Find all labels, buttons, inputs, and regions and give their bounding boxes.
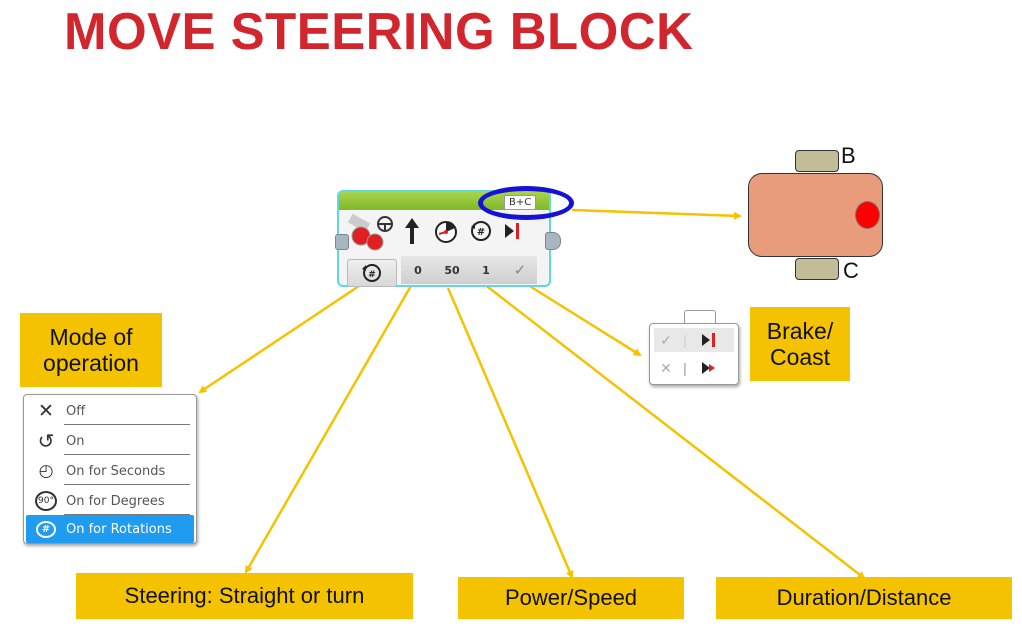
menu-item-off[interactable]: ✕ Off	[26, 397, 194, 425]
robot-sensor	[855, 201, 880, 229]
menu-item-label: On	[66, 433, 85, 449]
menu-separator	[64, 424, 190, 425]
x-icon: ✕	[660, 359, 672, 376]
coast-option[interactable]: ✕ |	[654, 356, 734, 380]
degrees-icon: 90°	[26, 491, 66, 511]
sequence-in-connector	[335, 234, 349, 250]
label-brake-coast: Brake/ Coast	[750, 307, 850, 381]
arrow-mode-to-menu	[198, 280, 366, 394]
separator: |	[683, 332, 687, 348]
check-icon: ✓	[660, 331, 672, 348]
seconds-icon: ◴	[38, 461, 54, 481]
sequence-out-connector	[545, 232, 561, 250]
motor-pair-icon	[347, 214, 393, 251]
mode-menu: ✕ Off ↺ On ◴ On for Seconds 90° On for D…	[23, 394, 197, 544]
power-input[interactable]: 50	[435, 256, 470, 284]
rotations-icon: #	[362, 264, 381, 282]
wheel-c	[795, 258, 839, 280]
arrow-steering	[244, 283, 414, 574]
label-steering: Steering: Straight or turn	[76, 573, 413, 619]
brake-coast-menu: ✓ | ✕ |	[649, 323, 739, 385]
brake-icon	[702, 333, 715, 347]
mode-selector-button[interactable]: #	[347, 259, 397, 287]
wheel-b-label: B	[841, 143, 856, 168]
speedometer-icon	[435, 221, 457, 243]
menu-separator	[64, 454, 190, 455]
menu-separator	[64, 484, 190, 485]
menu-item-on[interactable]: ↺ On	[26, 427, 194, 455]
page-title: MOVE STEERING BLOCK	[64, 3, 694, 61]
menu-item-on-for-degrees[interactable]: 90° On for Degrees	[26, 487, 194, 515]
wheel-b	[795, 150, 839, 172]
label-power-speed: Power/Speed	[458, 577, 684, 619]
brake-icon	[505, 223, 519, 239]
brake-at-end-input[interactable]: ✓	[503, 256, 537, 284]
arrow-ports-to-robot	[571, 208, 742, 220]
menu-item-label: Off	[66, 403, 86, 419]
rotations-input[interactable]: 1	[469, 256, 504, 284]
separator: |	[683, 360, 687, 376]
wheel-c-label: C	[843, 258, 859, 283]
robot-body	[748, 173, 883, 257]
rotations-icon: #	[471, 221, 491, 241]
brake-option[interactable]: ✓ |	[654, 328, 734, 352]
label-mode-of-operation: Mode of operation	[20, 313, 162, 387]
highlight-ellipse	[478, 186, 574, 220]
rotations-icon: #	[26, 520, 66, 538]
brake-menu-tab	[684, 310, 716, 325]
svg-text:#: #	[477, 227, 485, 238]
arrow-brake	[519, 278, 642, 357]
label-duration-distance: Duration/Distance	[716, 577, 1012, 619]
menu-item-label: On for Rotations	[66, 521, 172, 537]
up-arrow-icon	[405, 218, 419, 244]
menu-item-on-for-seconds[interactable]: ◴ On for Seconds	[26, 457, 194, 485]
coast-icon	[702, 362, 715, 374]
arrow-power	[446, 287, 574, 579]
menu-item-label: On for Degrees	[66, 493, 165, 509]
menu-item-label: On for Seconds	[66, 463, 166, 479]
off-x-icon: ✕	[38, 400, 54, 422]
menu-separator	[64, 514, 190, 515]
on-icon: ↺	[37, 429, 55, 453]
steering-input[interactable]: 0	[401, 256, 436, 284]
svg-text:#: #	[368, 270, 376, 280]
menu-item-on-for-rotations[interactable]: # On for Rotations	[26, 515, 194, 543]
